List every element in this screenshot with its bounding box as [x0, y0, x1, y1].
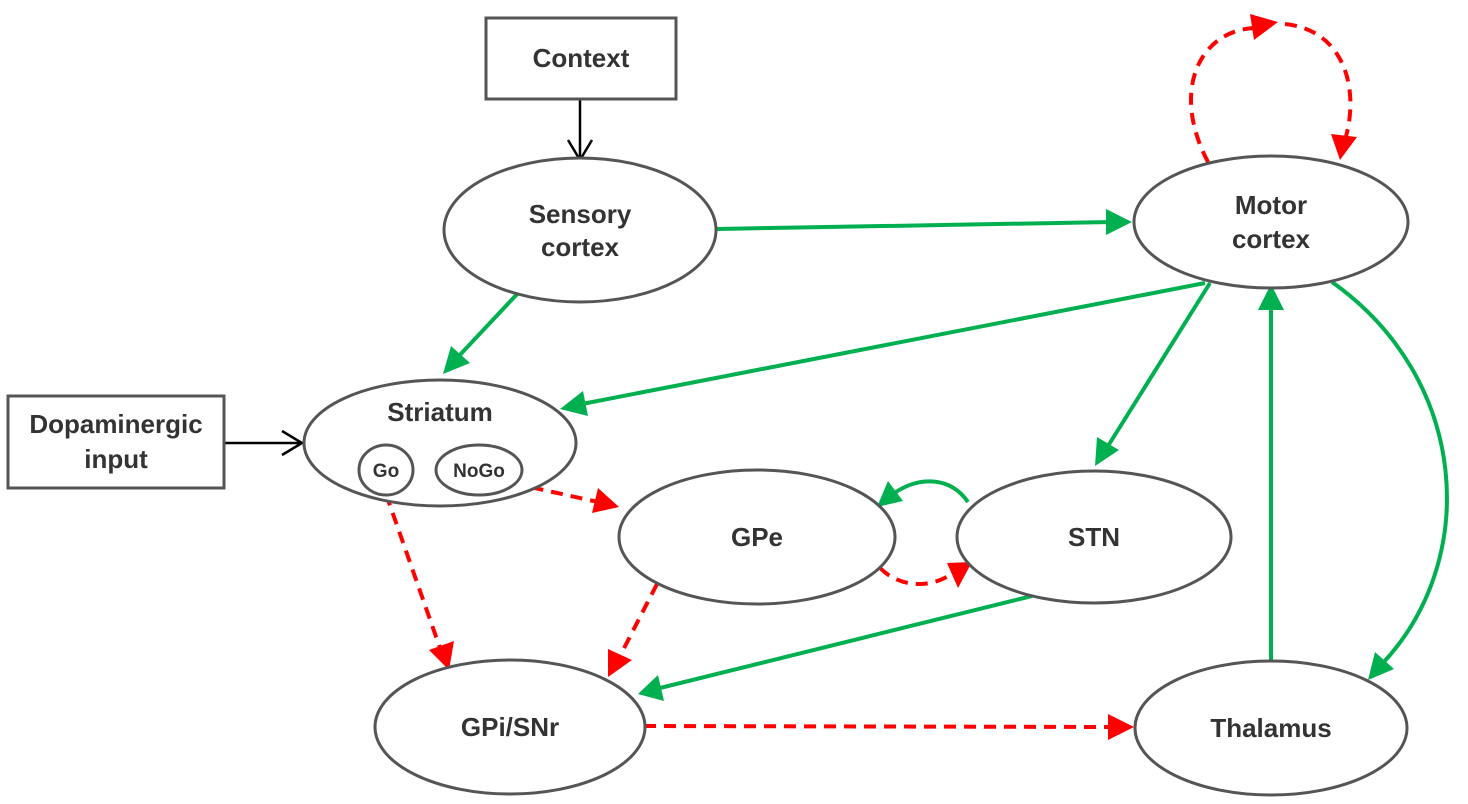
striatum-node: Striatum Go NoGo [302, 378, 578, 508]
edge-stn-gpe-head [877, 481, 903, 507]
sensory-label-line1: Sensory [529, 199, 632, 229]
edge-dopamine-striatum-head [281, 429, 305, 457]
edge-motor-stn [1106, 281, 1212, 448]
edge-nogo-gpe-head [592, 488, 619, 513]
go-subnode [357, 443, 415, 497]
gpi-label: GPi/SNr [461, 712, 559, 742]
edge-motor-thalamus-head [1368, 652, 1394, 680]
dopaminergic-label-line1: Dopaminergic [29, 409, 202, 439]
sensory-cortex-node: Sensory cortex [442, 156, 718, 304]
edge-gpe-gpi [618, 583, 659, 657]
thalamus-node: Thalamus [1133, 659, 1409, 797]
dopaminergic-input-box: Dopaminergic input [6, 394, 226, 490]
edge-go-gpi [384, 493, 442, 649]
edge-nogo-gpe [511, 481, 599, 504]
motor-cortex-node: Motor cortex [1132, 154, 1410, 290]
gpe-node: GPe [617, 468, 897, 606]
go-label: Go [373, 461, 399, 482]
nogo-subnode [434, 443, 524, 497]
edge-stn-gpi-head [638, 675, 664, 701]
edge-stn-gpe [891, 479, 970, 504]
edge-gpe-stn-head [947, 562, 972, 588]
gpi-snr-node: GPi/SNr [373, 658, 647, 796]
edge-motor-striatum-head [560, 391, 588, 416]
edge-stn-gpi [659, 594, 1033, 690]
edge-gpe-gpi-head [608, 649, 632, 677]
gpe-label: GPe [731, 522, 783, 552]
edge-gpi-thalamus-head [1108, 714, 1134, 740]
sensory-label-line2: cortex [541, 232, 620, 262]
edge-gpi-thalamus [643, 724, 1113, 729]
thalamus-label: Thalamus [1210, 713, 1331, 743]
edge-sensory-motor-head [1106, 209, 1132, 235]
edge-motor-self-loop-head1 [1250, 14, 1278, 40]
nogo-label: NoGo [453, 461, 505, 482]
edge-thalamus-motor-head [1258, 284, 1284, 310]
edge-sensory-striatum-head [443, 346, 470, 374]
edge-motor-stn-head [1095, 437, 1119, 466]
edge-motor-self-loop [1189, 26, 1256, 163]
edge-motor-striatum [581, 281, 1206, 406]
edge-go-gpi-head [429, 641, 454, 670]
edge-sensory-striatum [455, 289, 522, 360]
edge-sensory-motor [715, 220, 1113, 231]
edge-motor-thalamus [1330, 280, 1449, 666]
motor-label-line1: Motor [1235, 190, 1307, 220]
edge-motor-self-loop-head2 [1331, 134, 1357, 160]
motor-label-line2: cortex [1232, 224, 1311, 254]
context-box: Context [484, 16, 678, 101]
stn-node: STN [955, 469, 1233, 605]
edge-gpe-stn [878, 566, 952, 586]
edge-motor-self-loop-b [1284, 22, 1353, 141]
stn-label: STN [1068, 522, 1120, 552]
striatum-label: Striatum [387, 397, 492, 427]
dopaminergic-label-line2: input [84, 444, 148, 474]
context-label: Context [533, 43, 630, 73]
